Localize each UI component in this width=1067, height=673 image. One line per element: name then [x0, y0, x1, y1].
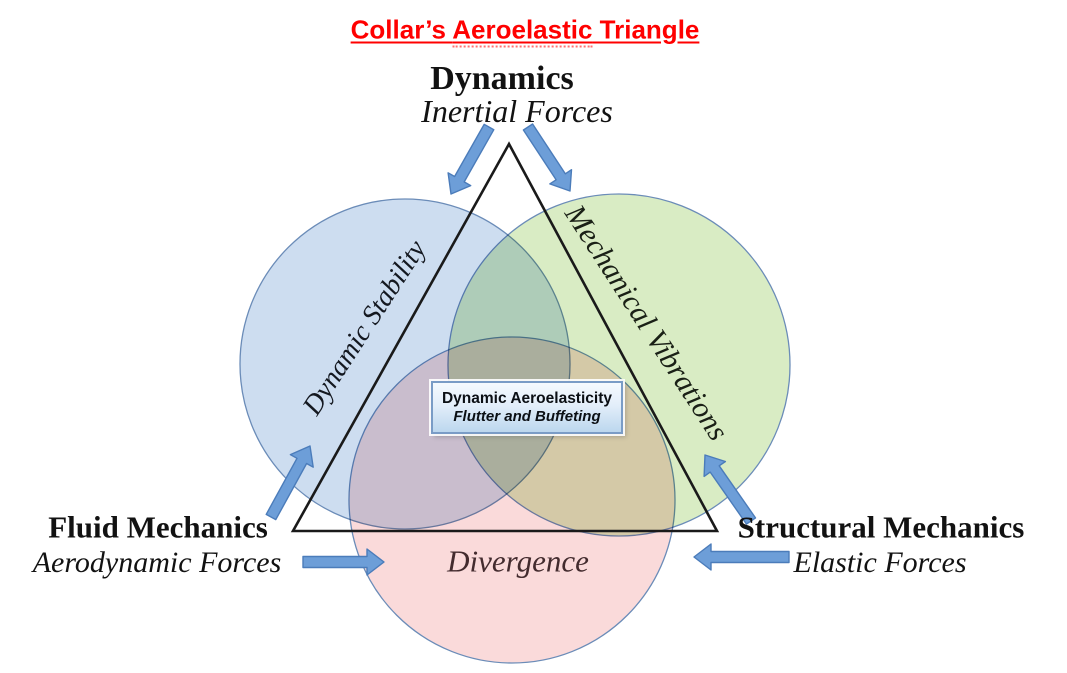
region-label-divergence: Divergence [447, 543, 589, 579]
vertex-sublabel-elastic-forces: Elastic Forces [793, 546, 967, 579]
arrow-aerodynamic-to-divergence-icon [302, 548, 385, 576]
title-highlight: Aeroelastic [452, 14, 593, 48]
title-suffix: Triangle [592, 14, 700, 45]
vertex-label-fluid-mechanics: Fluid Mechanics [48, 509, 268, 545]
arrow-dynamics-to-left-edge-icon [447, 123, 495, 195]
center-box-subtitle: Flutter and Buffeting [453, 407, 601, 425]
vertex-label-structural-mechanics: Structural Mechanics [737, 509, 1025, 545]
vertex-label-dynamics: Dynamics [430, 60, 574, 97]
arrow-dynamics-to-right-edge-icon [522, 123, 573, 192]
arrow-fluid-to-left-edge-icon [265, 445, 314, 521]
center-overlap-box: Dynamic Aeroelasticity Flutter and Buffe… [431, 381, 623, 434]
vertex-sublabel-inertial-forces: Inertial Forces [421, 93, 613, 129]
arrow-structural-to-right-edge-icon [703, 454, 757, 525]
title-prefix: Collar’s [350, 14, 453, 45]
diagram-title: Collar’s Aeroelastic Triangle [350, 14, 700, 48]
center-box-title: Dynamic Aeroelasticity [441, 389, 612, 407]
arrow-elastic-to-divergence-icon [693, 543, 790, 571]
vertex-sublabel-aerodynamic-forces: Aerodynamic Forces [32, 546, 282, 579]
triangle-outline [290, 141, 720, 533]
